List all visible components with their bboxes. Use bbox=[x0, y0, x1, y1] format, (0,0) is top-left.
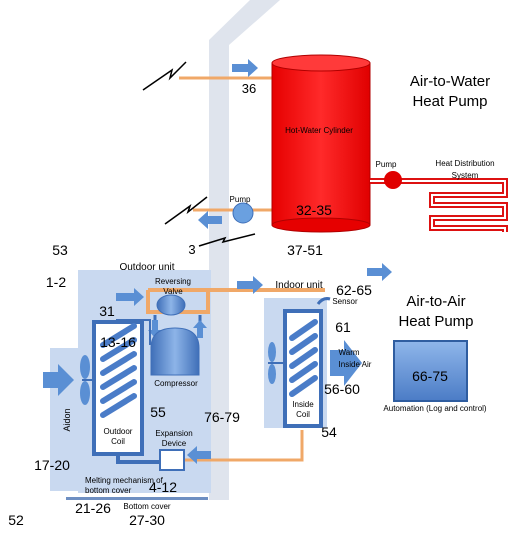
melting-mechanism-label: Melting mechanism of bbox=[85, 476, 164, 485]
pump-label: Pump bbox=[376, 160, 397, 169]
lightning-icon bbox=[164, 196, 208, 225]
ref-number: 53 bbox=[52, 242, 68, 258]
ref-number: 61 bbox=[335, 319, 351, 335]
inside-coil-label: Coil bbox=[296, 410, 310, 419]
arrow-icon bbox=[367, 263, 392, 281]
inside-coil-label: Inside bbox=[292, 400, 314, 409]
ref-number: 13-16 bbox=[100, 334, 136, 350]
arrow-icon bbox=[237, 276, 263, 294]
ref-number: 55 bbox=[150, 404, 166, 420]
ref-number: 1-2 bbox=[46, 274, 66, 290]
building-wall bbox=[209, 0, 280, 500]
pump-icon bbox=[384, 171, 402, 189]
warm-air-label: Warm bbox=[338, 348, 359, 357]
compressor bbox=[150, 327, 200, 376]
air-to-water-title: Air-to-Water bbox=[410, 73, 490, 90]
ref-number: 21-26 bbox=[75, 500, 111, 516]
air-to-water-title: Heat Pump bbox=[412, 93, 487, 110]
warm-air-arrow-icon bbox=[330, 340, 362, 386]
air-inlet-arrow-icon bbox=[43, 364, 74, 396]
automation-box bbox=[393, 340, 468, 402]
lightning-icon bbox=[142, 61, 187, 91]
bottom-cover bbox=[66, 497, 208, 500]
heat-distribution-pipe bbox=[370, 178, 508, 232]
reversing-valve bbox=[156, 294, 186, 316]
arrow-icon bbox=[193, 320, 207, 338]
ref-number: 37-51 bbox=[287, 242, 323, 258]
ref-number: 76-79 bbox=[204, 409, 240, 425]
ref-number: 54 bbox=[321, 424, 337, 440]
arrow-icon bbox=[187, 446, 211, 464]
pump-label: Pump bbox=[230, 195, 251, 204]
ref-number: 32-35 bbox=[296, 202, 332, 218]
outdoor-coil-label: Coil bbox=[111, 437, 125, 446]
arrow-icon bbox=[198, 211, 222, 229]
lightning-icon bbox=[198, 233, 256, 247]
ref-number: 52 bbox=[8, 512, 24, 528]
reversing-valve-label: Valve bbox=[163, 287, 183, 296]
ref-number: 27-30 bbox=[129, 512, 165, 528]
automation-caption: Automation (Log and control) bbox=[383, 404, 487, 413]
ref-number: 56-60 bbox=[324, 381, 360, 397]
heat-distribution-label: Heat Distribution bbox=[435, 159, 494, 168]
heat-distribution-pipe-inner bbox=[370, 180, 506, 232]
compressor-label: Compressor bbox=[154, 379, 198, 388]
ref-number: 17-20 bbox=[34, 457, 70, 473]
reversing-valve-label: Reversing bbox=[155, 277, 191, 286]
bottom-cover-label: Bottom cover bbox=[123, 502, 170, 511]
fan-icon bbox=[80, 355, 95, 405]
arrow-icon bbox=[232, 59, 258, 77]
melting-mechanism-label: bottom cover bbox=[85, 486, 132, 495]
cylinder-bottom bbox=[271, 217, 371, 233]
sensor-icon bbox=[316, 297, 331, 305]
ref-number: 3 bbox=[188, 242, 195, 257]
outdoor-unit-label: Outdoor unit bbox=[119, 262, 174, 273]
expansion-device bbox=[159, 449, 185, 471]
aidon-label: Aidon bbox=[62, 408, 72, 431]
pump-icon bbox=[232, 202, 254, 224]
air-to-air-title: Heat Pump bbox=[398, 313, 473, 330]
cylinder-label: Hot-Water Cylinder bbox=[285, 126, 353, 135]
aidon-panel bbox=[50, 348, 82, 491]
air-to-air-title: Air-to-Air bbox=[406, 293, 465, 310]
arrow-icon bbox=[116, 288, 144, 306]
building-floor bbox=[209, 485, 229, 500]
ref-number: 31 bbox=[99, 303, 115, 319]
ref-number: 66-75 bbox=[412, 368, 448, 384]
indoor-unit-label: Indoor unit bbox=[275, 280, 322, 291]
outdoor-coil-fins bbox=[100, 323, 137, 418]
expansion-device-label: Device bbox=[162, 439, 187, 448]
ref-number: 4-12 bbox=[149, 479, 177, 495]
fan-icon bbox=[268, 342, 283, 384]
ref-number: 62-65 bbox=[336, 282, 372, 298]
ref-number: 36 bbox=[242, 81, 256, 96]
liquid-line bbox=[116, 454, 160, 464]
outdoor-coil-label: Outdoor bbox=[104, 427, 133, 436]
expansion-device-label: Expansion bbox=[155, 429, 192, 438]
cylinder-top bbox=[271, 54, 371, 72]
warm-air-label: Inside Air bbox=[339, 360, 372, 369]
hot-water-cylinder bbox=[271, 62, 371, 226]
inside-coil-fins bbox=[289, 319, 318, 397]
sensor-label: Sensor bbox=[332, 297, 358, 306]
refrigerant-line-indoor bbox=[185, 430, 304, 462]
heat-distribution-label: System bbox=[452, 171, 479, 180]
